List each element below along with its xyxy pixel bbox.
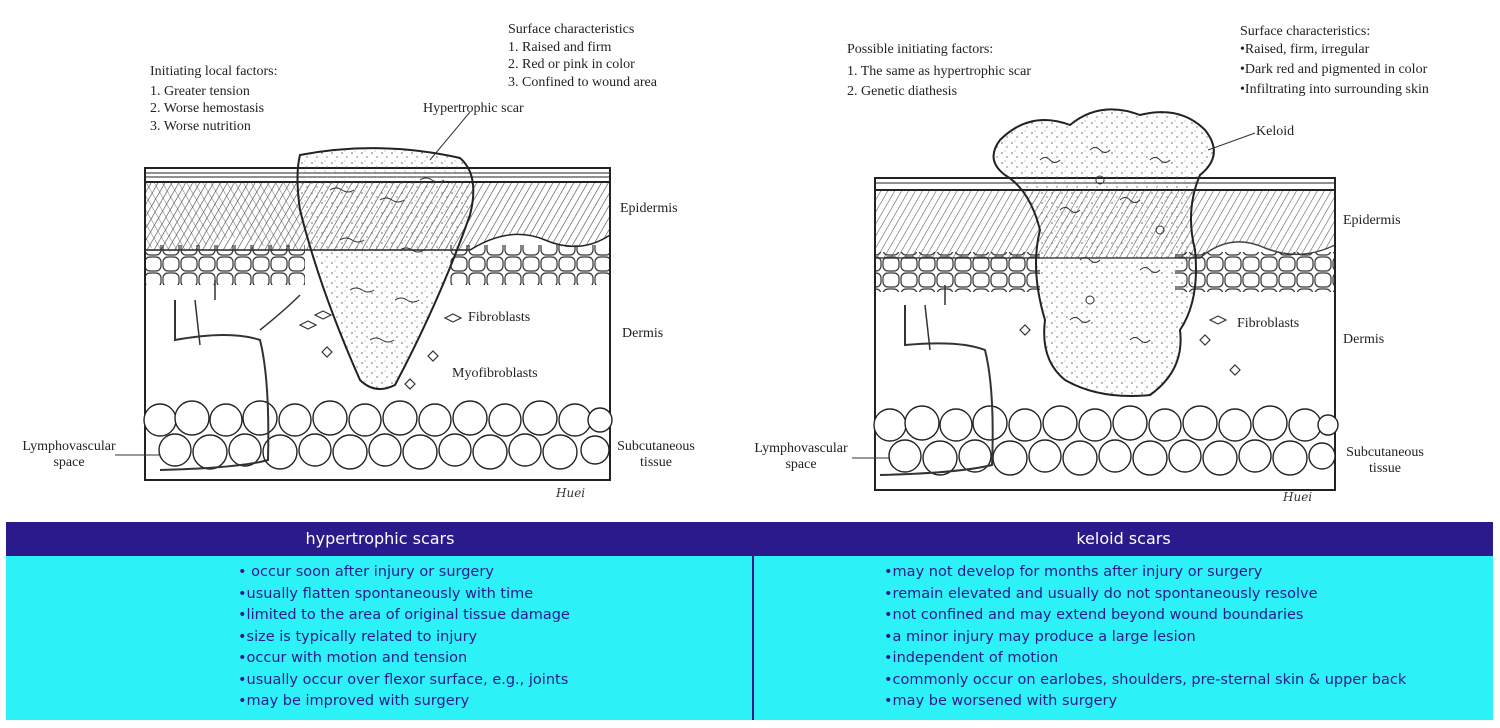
left-surface-characteristics: Surface characteristics 1. Raised and fi… <box>508 21 657 91</box>
keloid-column: •may not develop for months after injury… <box>884 562 1406 713</box>
table-header: hypertrophic scars keloid scars <box>6 522 1493 556</box>
list-item: •may be worsened with surgery <box>884 693 1118 709</box>
right-surface-characteristics: Surface characteristics: •Raised, firm, … <box>1240 23 1429 100</box>
table-body <box>6 556 1493 720</box>
scar-illustrations <box>115 108 1339 491</box>
left-initiating-item: 1. Greater tension <box>150 83 250 99</box>
right-signature: Huei <box>1283 490 1313 504</box>
list-item: •occur with motion and tension <box>238 650 468 666</box>
list-item: •may be improved with surgery <box>238 693 470 709</box>
list-item: •not confined and may extend beyond woun… <box>884 607 1304 623</box>
header-hypertrophic: hypertrophic scars <box>305 529 455 548</box>
right-lymph-line1: Lymphovascular <box>754 441 848 456</box>
keloid-label: Keloid <box>1256 124 1295 139</box>
comparison-table: hypertrophic scars keloid scars • occur … <box>6 522 1493 720</box>
left-dermis-label: Dermis <box>622 326 664 341</box>
right-lymph-line2: space <box>785 457 817 472</box>
list-item: •may not develop for months after injury… <box>884 564 1263 580</box>
left-lymph-line1: Lymphovascular <box>22 439 116 454</box>
right-epidermis-label: Epidermis <box>1343 213 1401 228</box>
myofibroblasts-label: Myofibroblasts <box>452 366 538 381</box>
list-item: •size is typically related to injury <box>238 628 478 645</box>
right-surface-item: •Dark red and pigmented in color <box>1240 62 1428 77</box>
left-epidermis-label: Epidermis <box>620 201 678 216</box>
column-divider <box>752 556 754 720</box>
list-item: •independent of motion <box>884 650 1059 666</box>
left-surface-item: 1. Raised and firm <box>508 39 612 55</box>
header-keloid: keloid scars <box>1076 529 1171 548</box>
left-lymph-line2: space <box>53 455 85 470</box>
left-initiating-item: 3. Worse nutrition <box>150 118 251 134</box>
list-item: •usually flatten spontaneously with time <box>238 585 534 602</box>
keloid-diagram <box>852 108 1339 491</box>
hypertrophic-column: • occur soon after injury or surgery •us… <box>238 562 570 713</box>
list-item: •limited to the area of original tissue … <box>238 607 570 623</box>
right-surface-item: •Infiltrating into surrounding skin <box>1240 82 1429 97</box>
left-initiating-heading: Initiating local factors: <box>150 64 278 79</box>
right-lymphovascular-label: Lymphovascular space <box>745 441 857 473</box>
right-fibroblasts-label: Fibroblasts <box>1237 316 1300 331</box>
left-initiating-factors: Initiating local factors: 1. Greater ten… <box>150 63 278 135</box>
right-initiating-factors: Possible initiating factors: 1. The same… <box>847 41 1031 101</box>
right-initiating-item: 1. The same as hypertrophic scar <box>847 63 1032 79</box>
list-item: •remain elevated and usually do not spon… <box>884 585 1318 602</box>
list-item: •usually occur over flexor surface, e.g.… <box>238 671 569 688</box>
hypertrophic-scar-label: Hypertrophic scar <box>423 101 524 116</box>
left-surface-heading: Surface characteristics <box>508 22 635 37</box>
left-lymphovascular-label: Lymphovascular space <box>14 439 124 471</box>
right-initiating-heading: Possible initiating factors: <box>847 42 994 57</box>
list-item: •commonly occur on earlobes, shoulders, … <box>884 671 1407 688</box>
left-subcut-line1: Subcutaneous <box>617 439 695 454</box>
left-initiating-item: 2. Worse hemostasis <box>150 101 265 116</box>
right-subcut-line2: tissue <box>1369 461 1401 476</box>
list-item: •a minor injury may produce a large lesi… <box>884 628 1196 645</box>
left-subcutaneous-label: Subcutaneous tissue <box>608 439 704 471</box>
left-signature: Huei <box>556 486 586 500</box>
left-surface-item: 3. Confined to wound area <box>508 74 657 90</box>
left-subcut-line2: tissue <box>640 455 672 470</box>
left-surface-item: 2. Red or pink in color <box>508 57 635 72</box>
right-surface-heading: Surface characteristics: <box>1240 24 1371 39</box>
right-surface-item: •Raised, firm, irregular <box>1240 42 1370 57</box>
right-subcut-line1: Subcutaneous <box>1346 445 1424 460</box>
right-subcutaneous-label: Subcutaneous tissue <box>1337 445 1433 477</box>
right-initiating-item: 2. Genetic diathesis <box>847 84 958 99</box>
right-dermis-label: Dermis <box>1343 332 1385 347</box>
left-fibroblasts-label: Fibroblasts <box>468 310 531 325</box>
list-item: • occur soon after injury or surgery <box>238 564 494 580</box>
hypertrophic-diagram <box>115 111 613 481</box>
